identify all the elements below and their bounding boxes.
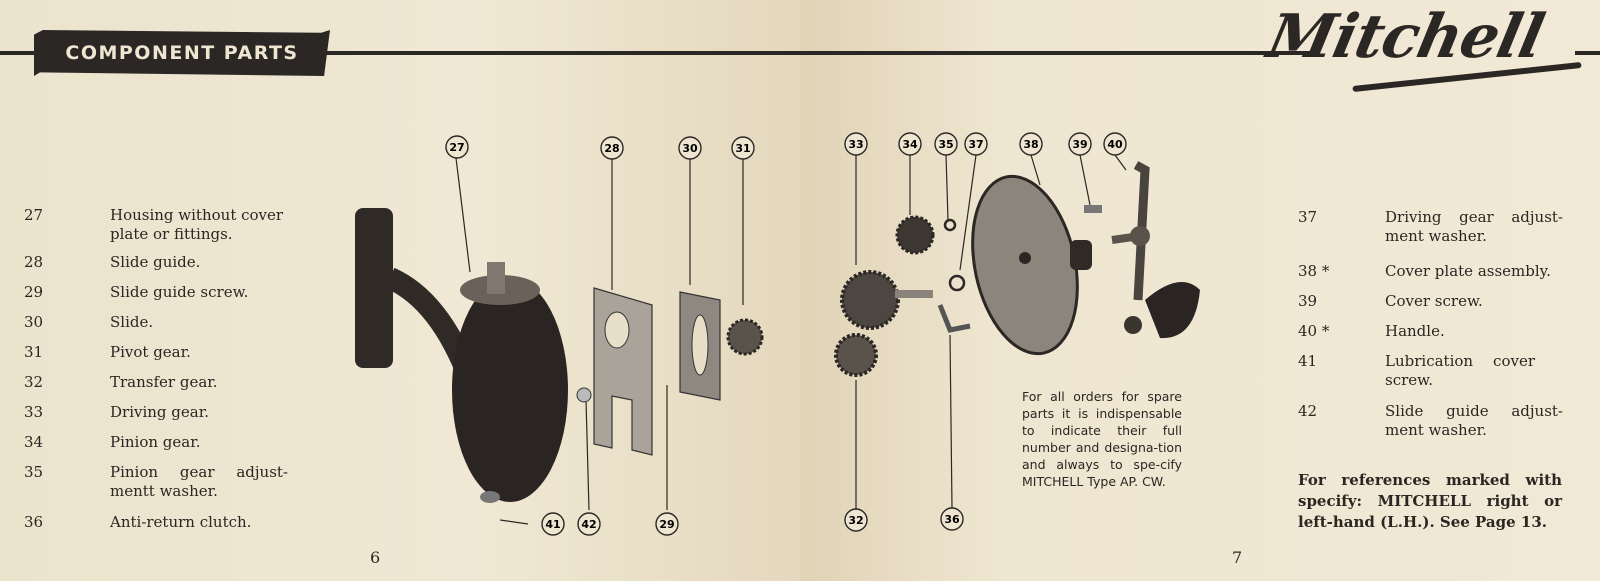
part-description: Pivot gear. — [110, 343, 191, 361]
callout-label: 38 — [1023, 138, 1038, 151]
callout-label: 40 — [1107, 138, 1123, 151]
exploded-diagram-left: 27 28 30 31 41 42 29 — [355, 135, 764, 536]
callout-label: 28 — [604, 142, 619, 155]
part-number: 30 — [24, 313, 44, 331]
part-description: Lubrication cover screw. — [1385, 352, 1535, 389]
part-number: 40 * — [1298, 322, 1330, 340]
callout-label: 32 — [848, 514, 863, 527]
part-number: 31 — [24, 343, 44, 361]
callout-label: 27 — [449, 141, 464, 154]
part-number: 34 — [24, 433, 44, 451]
gears-illustration — [834, 215, 971, 377]
part-description: Slide guide screw. — [110, 283, 249, 301]
part-number: 32 — [24, 373, 44, 391]
right-page: Mitchell 37 Driving gear adjust-ment was… — [800, 0, 1600, 581]
part-number: 41 — [1298, 352, 1318, 370]
exploded-diagram-right: 33 34 35 37 38 39 40 32 36 — [834, 132, 1200, 532]
page-number: 6 — [370, 548, 381, 567]
section-title-banner: COMPONENT PARTS — [34, 30, 330, 76]
part-number: 42 — [1298, 402, 1318, 420]
part-number: 39 — [1298, 292, 1318, 310]
callout-label: 29 — [659, 518, 674, 531]
part-description: Slide guide. — [110, 253, 201, 271]
part-number: 38 * — [1298, 262, 1330, 280]
part-description: Anti-return clutch. — [110, 513, 252, 531]
part-description: Pinion gear. — [110, 433, 201, 451]
slide-illustration — [679, 291, 721, 401]
part-number: 27 — [24, 206, 44, 224]
part-description: Handle. — [1385, 322, 1445, 340]
part-description: Pinion gear adjust-mentt washer. — [110, 463, 288, 500]
header-rule-right-end — [1575, 51, 1600, 55]
part-number: 35 — [24, 463, 44, 481]
slide-guide-illustration — [576, 287, 653, 456]
cover-plate-illustration — [971, 174, 1102, 356]
part-number: 36 — [24, 513, 44, 531]
part-description: Transfer gear. — [110, 373, 218, 391]
part-description: Driving gear. — [110, 403, 210, 421]
header-rule-left — [0, 51, 800, 55]
part-number: 33 — [24, 403, 44, 421]
callout-label: 31 — [735, 142, 750, 155]
header-rule-right — [800, 51, 1315, 55]
part-description: Slide guide adjust-ment washer. — [1385, 402, 1563, 439]
callout-label: 42 — [581, 518, 596, 531]
callout-label: 37 — [968, 138, 983, 151]
part-description: Driving gear adjust-ment washer. — [1385, 208, 1563, 245]
part-description: Housing without cover plate or fittings. — [110, 206, 284, 243]
order-note: For all orders for spare parts it is ind… — [1022, 389, 1182, 489]
callout-label: 39 — [1072, 138, 1087, 151]
part-number: 28 — [24, 253, 44, 271]
reference-note: For references marked with specify: MITC… — [1298, 471, 1562, 531]
callout-label: 30 — [682, 142, 698, 155]
callout-label: 41 — [545, 518, 560, 531]
part-number: 37 — [1298, 208, 1318, 226]
callout-label: 36 — [944, 513, 960, 526]
part-number: 29 — [24, 283, 44, 301]
callout-label: 33 — [848, 138, 863, 151]
page-number: 7 — [1232, 548, 1243, 567]
part-description: Cover plate assembly. — [1385, 262, 1551, 280]
pivot-gear-illustration — [726, 318, 764, 356]
callout-label: 34 — [902, 138, 918, 151]
part-description: Slide. — [110, 313, 154, 331]
part-description: Cover screw. — [1385, 292, 1483, 310]
handle-illustration — [1111, 161, 1200, 339]
callout-label: 35 — [938, 138, 953, 151]
left-page: COMPONENT PARTS 27 Housing without cover… — [0, 0, 800, 581]
housing-illustration — [355, 208, 568, 503]
